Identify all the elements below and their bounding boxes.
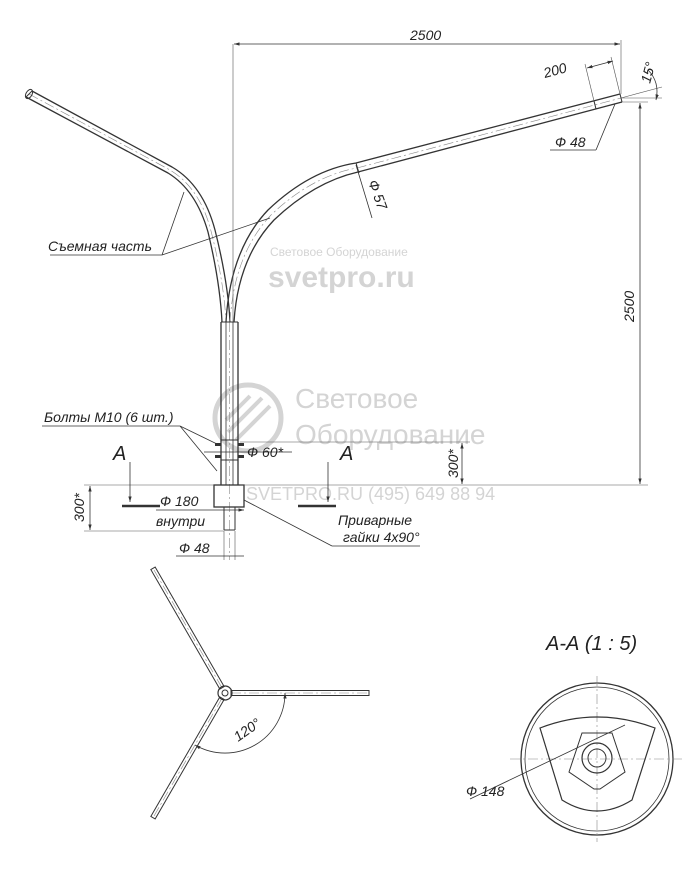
dim-bottom-diameter: Ф 48: [179, 540, 210, 556]
dim-base-height-right: 300*: [445, 449, 461, 478]
dim-tip-angle: 15°: [637, 60, 658, 85]
section-mark-right: А: [339, 443, 353, 465]
label-weld-nuts-1: Приварные: [338, 512, 412, 528]
watermark-small-text: Световое Оборудование: [270, 245, 408, 259]
label-bolts: Болты М10 (6 шт.): [44, 409, 173, 425]
pole-side-view: [24, 88, 623, 560]
dim-tip-length: 200: [541, 59, 569, 81]
plan-view: [150, 566, 370, 820]
dim-pole-diameter: Ф 60*: [247, 444, 284, 460]
section-view: [469, 676, 684, 842]
section-title: А-А (1 : 5): [545, 633, 637, 655]
watermark-phone: SVETPRO.RU (495) 649 88 94: [246, 484, 495, 504]
watermark-big-line2: Оборудование: [295, 419, 485, 450]
bolt-icon: [215, 443, 244, 458]
dim-plan-angle: 120°: [231, 715, 264, 745]
dim-arm-length: 2500: [409, 27, 441, 43]
dim-height: 2500: [621, 291, 637, 323]
watermark-site-text: svetpro.ru: [268, 261, 415, 294]
dimension-lines: [42, 40, 663, 560]
dim-section-diameter: Ф 148: [466, 783, 505, 799]
watermark: Световое Оборудование svetpro.ru Светово…: [212, 245, 495, 504]
label-weld-nuts-2: гайки 4х90°: [343, 529, 420, 545]
dim-tip-diameter: Ф 48: [555, 134, 586, 150]
watermark-logo-icon: [212, 382, 284, 454]
watermark-big-line1: Световое: [295, 383, 418, 414]
dim-base-height: 300*: [71, 493, 87, 522]
section-mark-left: А: [112, 443, 126, 465]
dim-base-diameter: Ф 180: [160, 493, 199, 509]
dim-base-inner: внутри: [156, 513, 205, 529]
label-removable-part: Съемная часть: [48, 238, 152, 254]
